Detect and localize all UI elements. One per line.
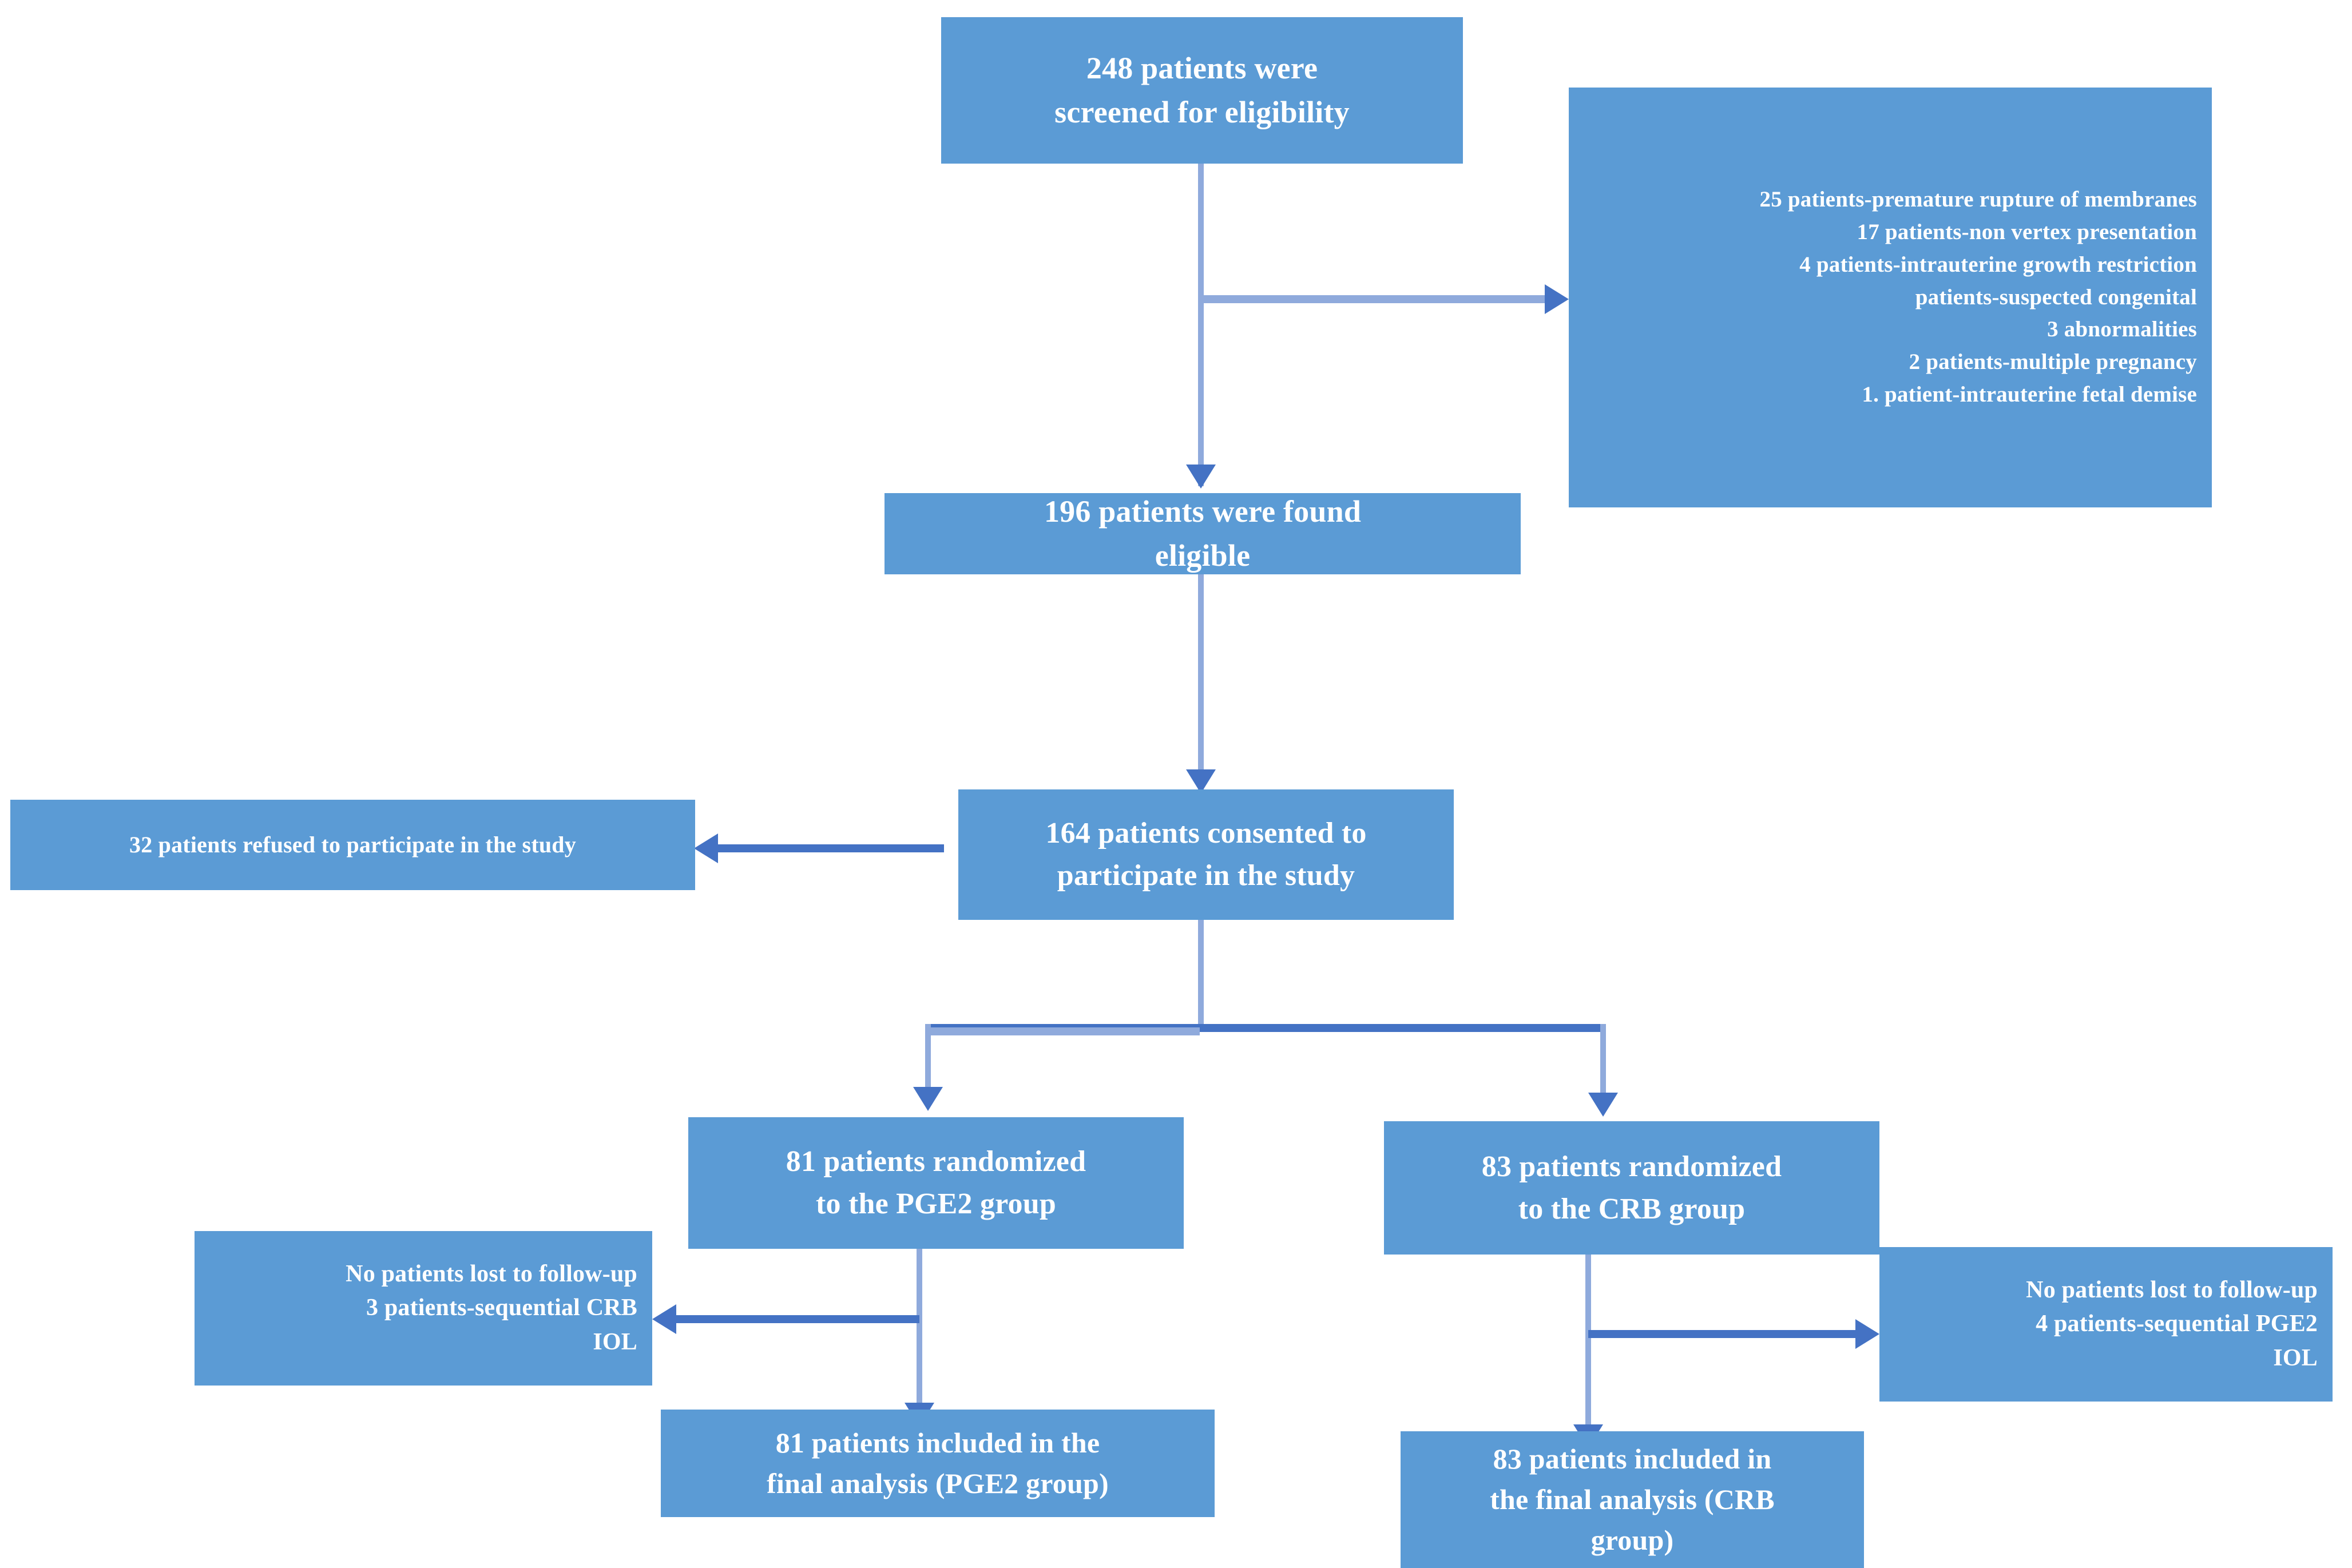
arrow-bus-to-crb [1588, 1093, 1618, 1117]
node-consented-line-1: 164 patients consented to [1045, 817, 1367, 850]
node-crb-randomized-line-1: 83 patients randomized [1481, 1150, 1782, 1183]
node-excluded-line-3: 4 patients-intrauterine growth restricti… [1799, 252, 2197, 277]
connector-bus-to-crb-line [1600, 1024, 1606, 1110]
node-pge2-followup-line-1: No patients lost to follow-up [346, 1260, 637, 1287]
node-consented: 164 patients consented to participate in… [958, 789, 1454, 920]
connector-consented-down-line [1198, 919, 1204, 1027]
connector-consented-to-refused-line [718, 844, 944, 852]
connector-screened-to-excluded-line [1198, 295, 1547, 303]
connector-eligible-to-consented-line [1198, 574, 1204, 791]
arrow-screened-to-excluded [1545, 284, 1569, 314]
node-excluded-line-2: 17 patients-non vertex presentation [1857, 219, 2197, 244]
node-crb-analysis-line-3: group) [1591, 1524, 1674, 1556]
node-excluded-line-4: patients-suspected congenital [1915, 284, 2197, 309]
arrow-pge2-to-followup [652, 1304, 676, 1334]
connector-bus-to-pge2-line [925, 1024, 931, 1104]
node-excluded-line-5: 3 abnormalities [2047, 317, 2197, 342]
node-screened: 248 patients were screened for eligibili… [941, 17, 1463, 164]
arrow-screened-to-eligible [1186, 465, 1216, 489]
node-pge2-analysis: 81 patients included in the final analys… [661, 1410, 1215, 1517]
connector-crb-to-followup-line [1588, 1330, 1857, 1338]
node-excluded-line-6: 2 patients-multiple pregnancy [1909, 350, 2197, 375]
connector-crb-to-analysis-line [1585, 1254, 1591, 1443]
node-pge2-followup-line-3: IOL [593, 1328, 637, 1355]
node-crb-followup-line-3: IOL [2273, 1344, 2318, 1371]
arrow-crb-to-followup [1855, 1319, 1879, 1349]
connector-pge2-to-analysis-line [917, 1248, 922, 1420]
node-eligible-line-1: 196 patients were found [1044, 494, 1362, 529]
node-pge2-analysis-line-2: final analysis (PGE2 group) [767, 1467, 1109, 1499]
node-crb-analysis: 83 patients included in the final analys… [1401, 1431, 1864, 1568]
node-screened-line-2: screened for eligibility [1054, 95, 1350, 129]
arrow-bus-to-pge2 [913, 1087, 943, 1111]
node-pge2-randomized-line-1: 81 patients randomized [786, 1145, 1086, 1178]
node-refused-line-1: 32 patients refused to participate in th… [129, 831, 576, 858]
node-crb-analysis-line-1: 83 patients included in [1493, 1443, 1772, 1475]
node-eligible: 196 patients were found eligible [885, 493, 1521, 574]
node-excluded: 25 patients-premature rupture of membran… [1569, 88, 2212, 507]
connector-screened-to-eligible-line [1198, 163, 1204, 486]
node-refused: 32 patients refused to participate in th… [10, 800, 695, 890]
node-pge2-randomized: 81 patients randomized to the PGE2 group [688, 1117, 1184, 1249]
connector-pge2-to-followup-line [676, 1315, 919, 1323]
node-eligible-line-2: eligible [1155, 538, 1251, 573]
node-crb-followup-line-1: No patients lost to follow-up [2026, 1276, 2318, 1303]
node-crb-followup-line-2: 4 patients-sequential PGE2 [2036, 1311, 2318, 1337]
node-crb-randomized: 83 patients randomized to the CRB group [1384, 1121, 1879, 1255]
connector-randomization-bus-left-shadow [925, 1027, 1200, 1035]
node-excluded-line-1: 25 patients-premature rupture of membran… [1759, 186, 2197, 212]
node-pge2-followup: No patients lost to follow-up 3 patients… [195, 1231, 652, 1386]
node-consented-line-2: participate in the study [1057, 859, 1355, 892]
node-screened-line-1: 248 patients were [1086, 51, 1318, 86]
node-crb-followup: No patients lost to follow-up 4 patients… [1879, 1247, 2333, 1402]
node-crb-randomized-line-2: to the CRB group [1518, 1192, 1746, 1225]
arrow-consented-to-refused [694, 833, 718, 863]
node-excluded-line-7: 1. patient-intrauterine fetal demise [1862, 382, 2197, 407]
node-pge2-followup-line-2: 3 patients-sequential CRB [366, 1295, 637, 1321]
node-pge2-randomized-line-2: to the PGE2 group [816, 1188, 1056, 1220]
node-pge2-analysis-line-1: 81 patients included in the [775, 1427, 1100, 1459]
node-crb-analysis-line-2: the final analysis (CRB [1490, 1483, 1775, 1515]
